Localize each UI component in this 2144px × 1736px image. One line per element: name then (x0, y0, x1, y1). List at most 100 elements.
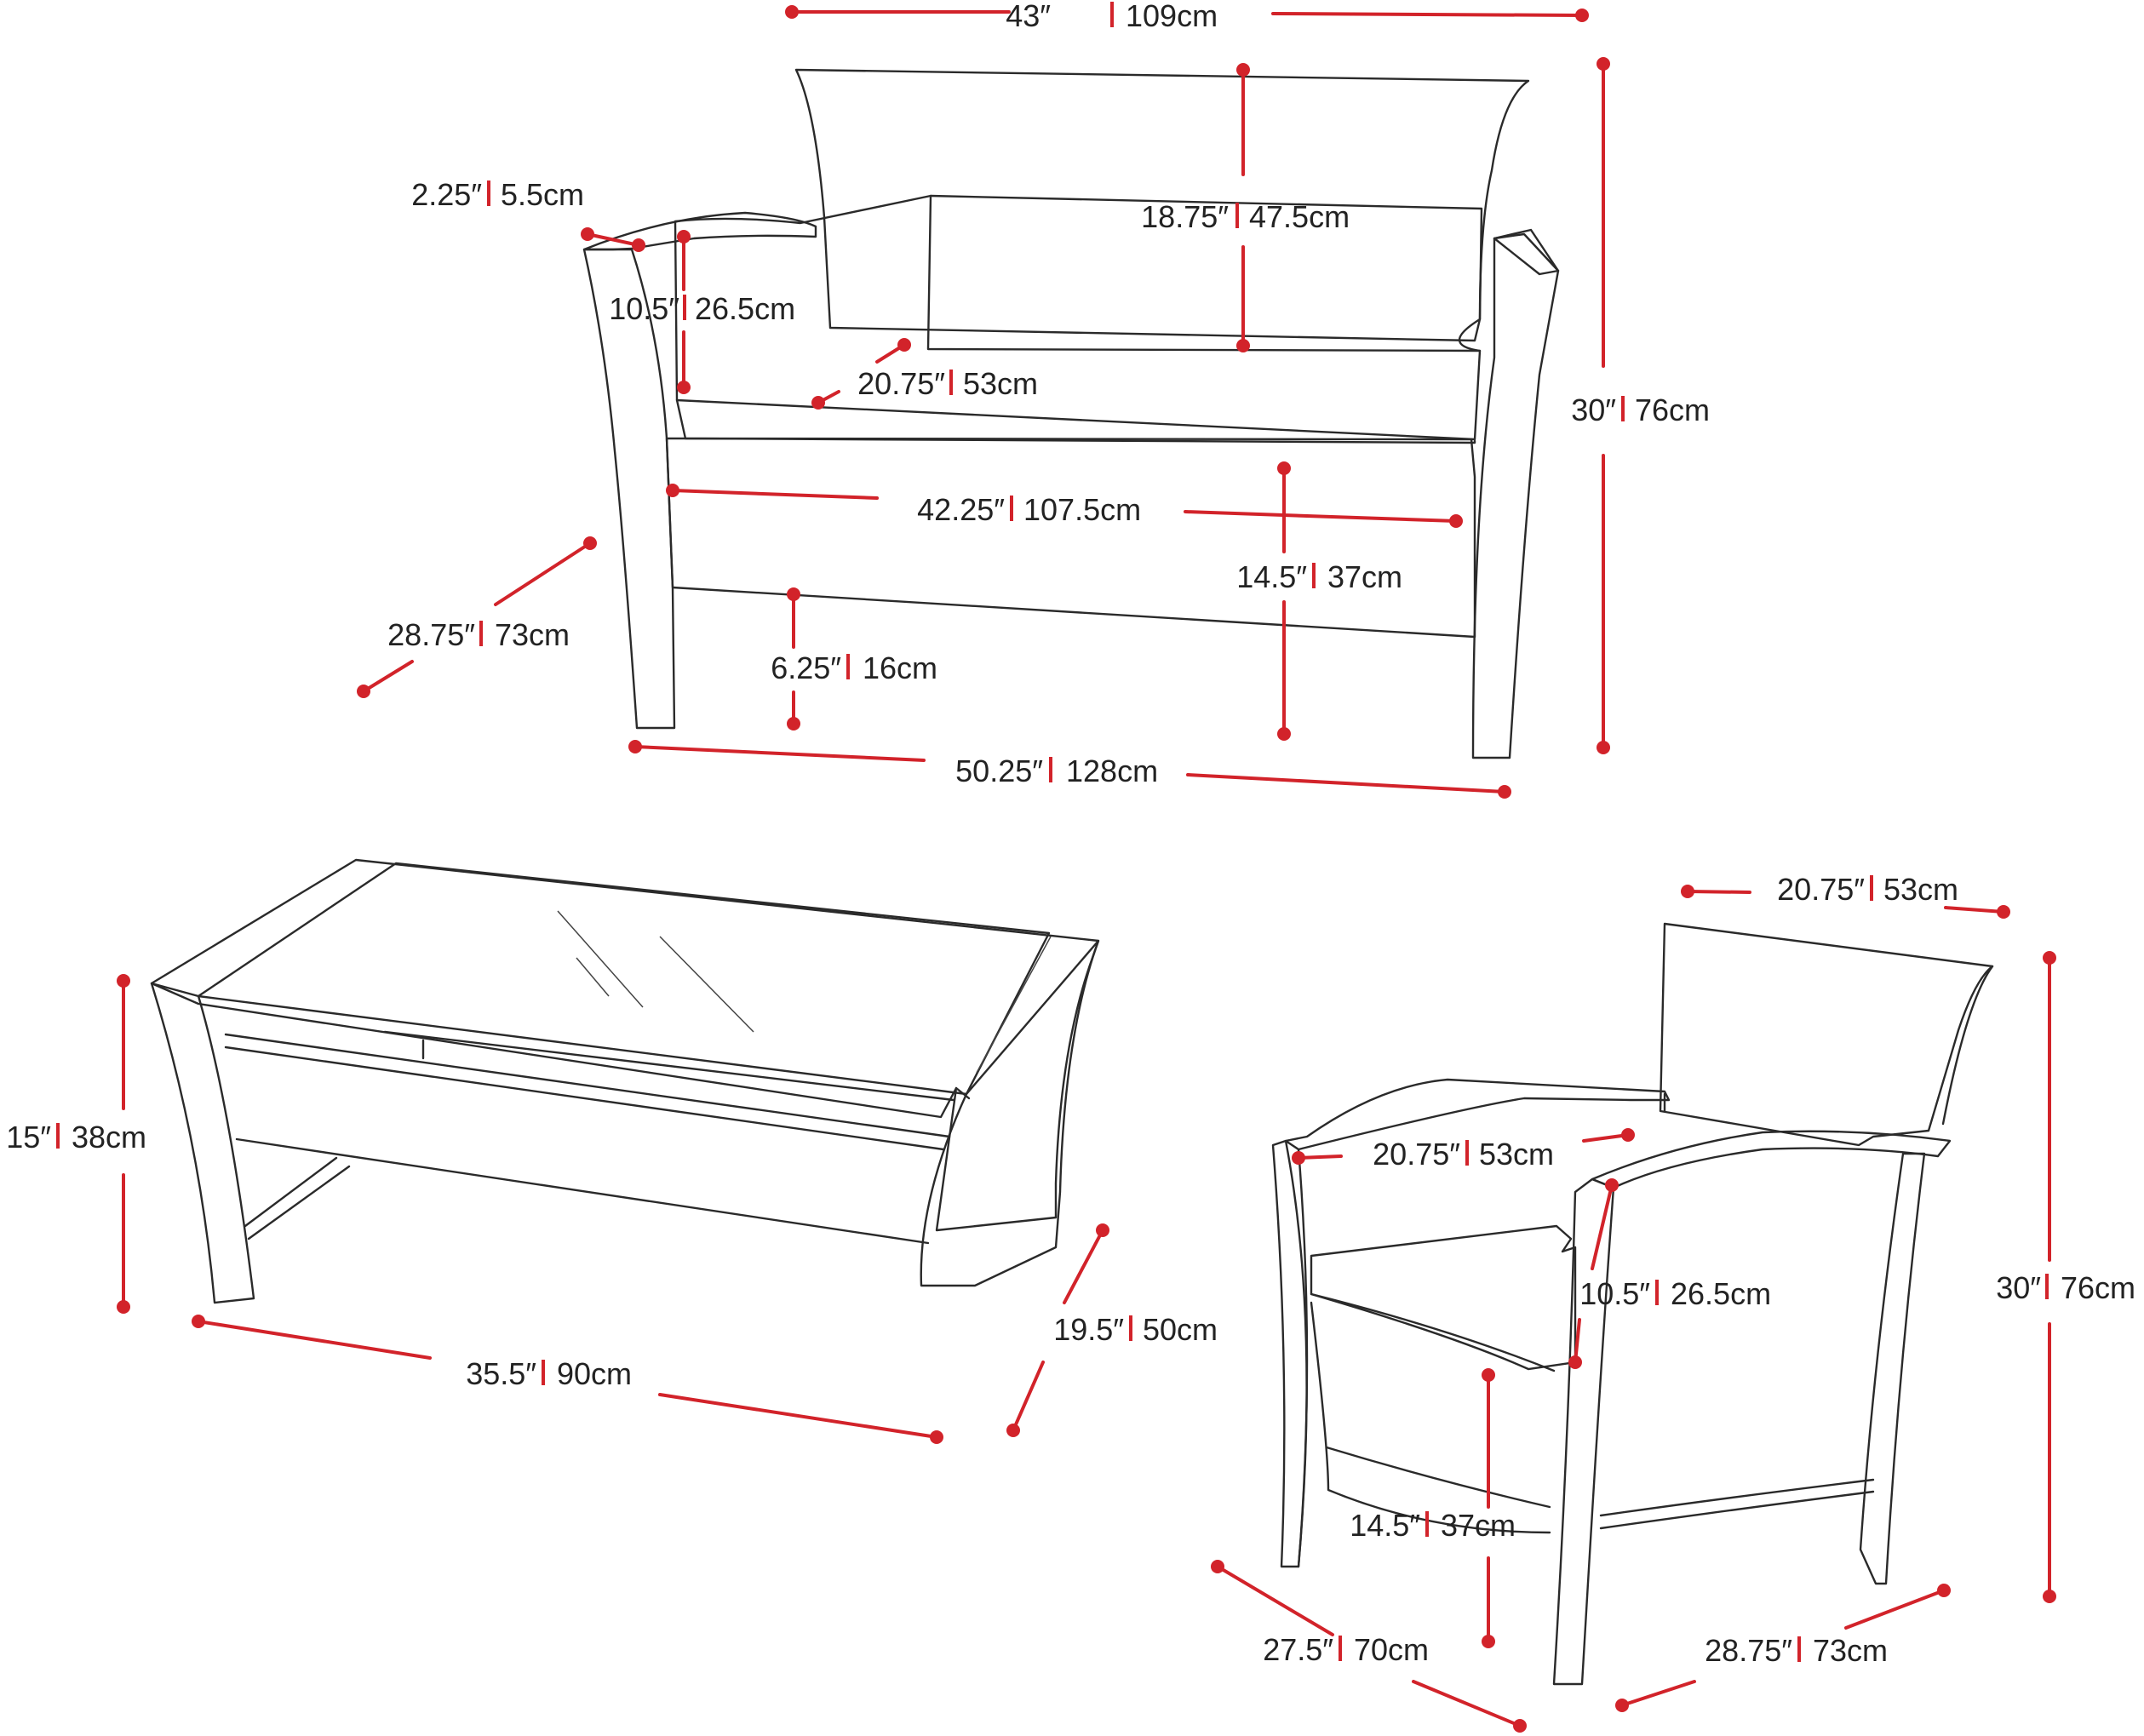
chair-depth-imperial: 28.75″ (1705, 1633, 1792, 1668)
loveseat-drawing (582, 68, 1560, 759)
loveseat-arm-width-imperial: 2.25″ (411, 177, 482, 212)
separator-bar (1129, 1315, 1132, 1341)
dim-endpoint (1449, 514, 1463, 528)
chair-total-height-imperial: 30″ (1996, 1270, 2041, 1305)
separator-bar (949, 370, 953, 395)
dim-endpoint (1997, 905, 2010, 919)
separator-bar (846, 654, 850, 679)
loveseat-clearance-metric: 16cm (863, 650, 937, 685)
dim-endpoint (581, 227, 594, 241)
separator-bar (1049, 757, 1052, 782)
separator-bar (56, 1123, 60, 1149)
dim-endpoint (677, 381, 691, 394)
loveseat-arm-height-metric: 26.5cm (695, 291, 795, 326)
armchair-drawing (1271, 922, 1994, 1686)
dim-endpoint (1615, 1699, 1629, 1712)
separator-bar (1655, 1280, 1659, 1305)
loveseat-depth-metric: 73cm (495, 617, 570, 652)
separator-bar (1110, 2, 1114, 27)
loveseat-width-top-label: 43″ (1006, 0, 1051, 33)
chair-depth-metric: 73cm (1813, 1633, 1888, 1668)
loveseat-seat-depth-imperial: 20.75″ (857, 366, 945, 401)
chair-total-height-metric: 76cm (2061, 1270, 2135, 1305)
dim-endpoint (1482, 1368, 1495, 1382)
armchair-labels: 20.75″ 53cm 30″ 76cm 20.75″ 53cm 10.5″ 2… (1263, 872, 2135, 1668)
dim-endpoint (1096, 1223, 1109, 1237)
dim-endpoint (1575, 9, 1589, 22)
loveseat-labels: 43″ 109cm 18.75″ 47.5cm 2.25″ 5.5cm 10.5… (387, 0, 1710, 788)
coffee-table-height-imperial: 15″ (6, 1120, 51, 1154)
dim-endpoint (1597, 741, 1610, 754)
loveseat-backrest-height-imperial: 18.75″ (1141, 199, 1229, 234)
separator-bar (1235, 203, 1239, 228)
loveseat-width-top-metric: 109cm (1126, 0, 1218, 33)
dim-endpoint (666, 484, 679, 497)
separator-bar (683, 295, 686, 320)
chair-arm-height-imperial: 10.5″ (1579, 1276, 1650, 1311)
chair-seat-height-metric: 37cm (1441, 1508, 1516, 1543)
dim-endpoint (1568, 1355, 1582, 1369)
dim-endpoint (677, 230, 691, 243)
separator-bar (487, 180, 490, 206)
dim-endpoint (357, 685, 370, 698)
dim-endpoint (2043, 1590, 2056, 1603)
coffee-table-labels: 15″ 38cm 35.5″ 90cm 19.5″ 50cm (6, 1120, 1218, 1391)
loveseat-arm-height-imperial: 10.5″ (609, 291, 679, 326)
dim-endpoint (1605, 1178, 1619, 1192)
chair-arm-height-metric: 26.5cm (1671, 1276, 1771, 1311)
dim-endpoint (1937, 1584, 1951, 1597)
loveseat-seat-height-metric: 37cm (1327, 559, 1402, 594)
coffee-table-dimensions (117, 974, 1109, 1444)
loveseat-backrest-height-metric: 47.5cm (1249, 199, 1350, 234)
dim-endpoint (1277, 727, 1291, 741)
armchair-dimensions (1211, 885, 2056, 1733)
dim-endpoint (811, 396, 825, 410)
coffee-table-depth-metric: 50cm (1143, 1312, 1218, 1347)
dim-endpoint (1211, 1560, 1224, 1573)
loveseat-dimensions (357, 5, 1610, 799)
chair-width-imperial: 27.5″ (1263, 1632, 1333, 1667)
separator-bar (2045, 1274, 2049, 1299)
dim-endpoint (787, 717, 800, 730)
loveseat-seat-height-imperial: 14.5″ (1236, 559, 1307, 594)
dim-endpoint (1681, 885, 1694, 898)
dim-endpoint (2043, 951, 2056, 965)
dim-endpoint (1482, 1635, 1495, 1648)
dim-endpoint (117, 1300, 130, 1314)
separator-bar (1870, 875, 1873, 901)
chair-back-width-metric: 53cm (1883, 872, 1958, 907)
loveseat-total-height-metric: 76cm (1635, 392, 1710, 427)
dim-endpoint (1006, 1424, 1020, 1437)
dim-endpoint (1621, 1128, 1635, 1142)
coffee-table-depth-imperial: 19.5″ (1053, 1312, 1124, 1347)
dim-endpoint (632, 238, 645, 252)
separator-bar (1010, 496, 1013, 521)
dim-endpoint (117, 974, 130, 988)
dim-endpoint (1597, 57, 1610, 71)
dim-endpoint (1277, 461, 1291, 475)
dim-endpoint (787, 587, 800, 601)
chair-seat-height-imperial: 14.5″ (1350, 1508, 1420, 1543)
dim-endpoint (785, 5, 799, 19)
coffee-table-length-imperial: 35.5″ (466, 1356, 536, 1391)
separator-bar (1465, 1140, 1469, 1166)
separator-bar (1339, 1636, 1342, 1661)
loveseat-seat-width-metric: 107.5cm (1023, 492, 1141, 527)
coffee-table-height-metric: 38cm (72, 1120, 146, 1154)
dim-endpoint (583, 536, 597, 550)
coffee-table-drawing (150, 858, 1100, 1304)
loveseat-width-top-imperial: 43″ (1006, 0, 1051, 33)
dim-endpoint (1236, 339, 1250, 352)
separator-bar (1621, 396, 1625, 421)
loveseat-total-width-metric: 128cm (1066, 753, 1158, 788)
dim-endpoint (897, 338, 911, 352)
separator-bar (1312, 563, 1316, 588)
dim-endpoint (628, 740, 642, 753)
loveseat-depth-imperial: 28.75″ (387, 617, 475, 652)
separator-bar (542, 1360, 545, 1385)
dim-endpoint (930, 1430, 943, 1444)
chair-seat-width-metric: 53cm (1479, 1137, 1554, 1172)
dim-endpoint (1236, 63, 1250, 77)
dim-endpoint (192, 1315, 205, 1328)
